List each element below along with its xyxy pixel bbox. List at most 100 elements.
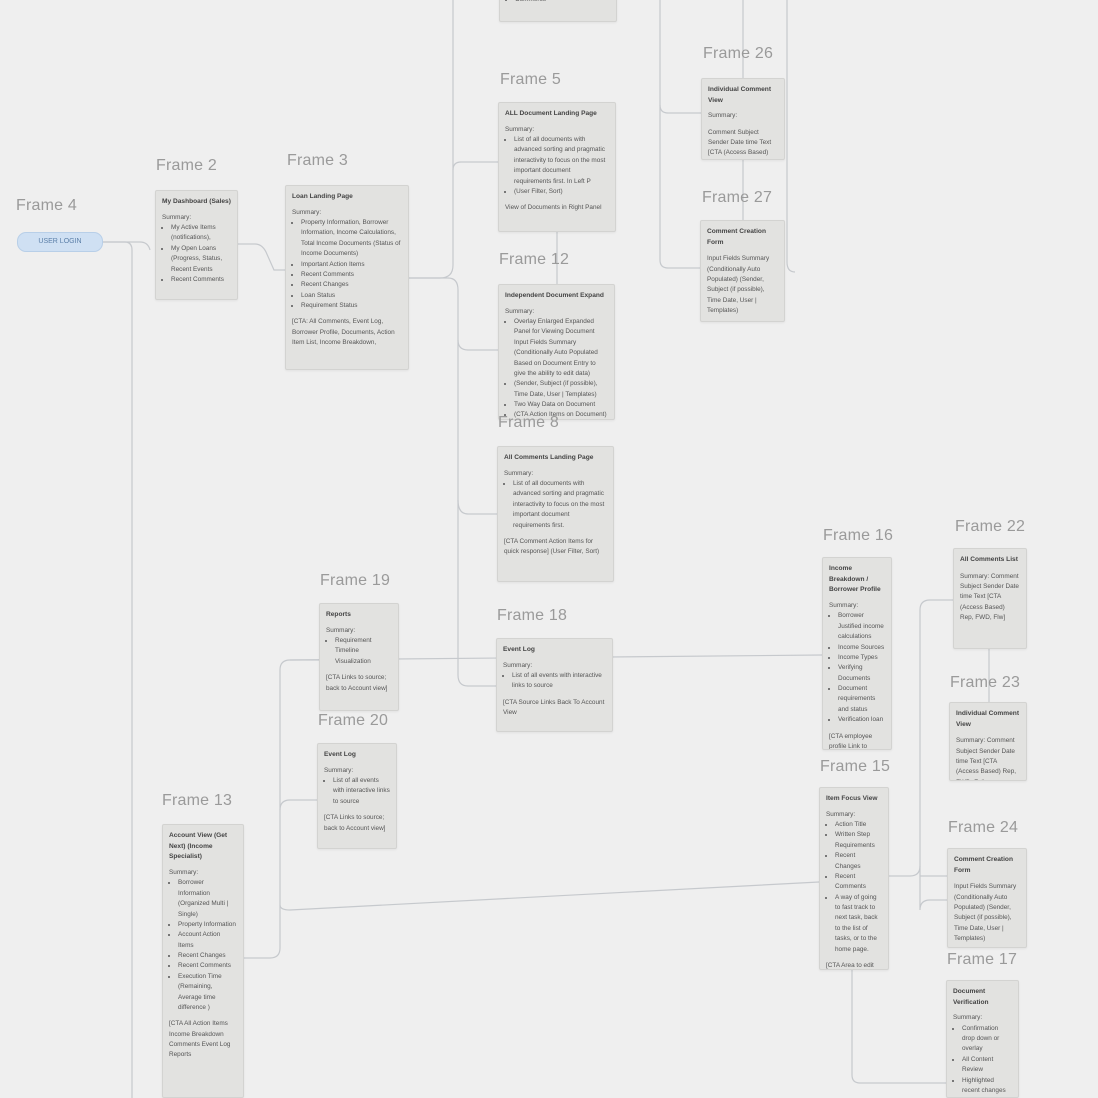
connector-line (279, 881, 820, 911)
frame-item: Account Action Items (178, 930, 237, 951)
frame-label-8: Frame 8 (498, 414, 559, 431)
frame-item: Property Information (178, 920, 237, 930)
frame-label-12: Frame 12 (499, 251, 570, 268)
frame-card-17[interactable]: Document VerificationSummary:Confirmatio… (946, 980, 1019, 1098)
frame-title: Loan Landing Page (292, 193, 353, 200)
frame-title: Event Log (324, 751, 356, 758)
frame-cta: Input Fields Summary (Conditionally Auto… (707, 255, 770, 315)
frame-item-list: Action TitleWritten Step RequirementsRec… (826, 820, 882, 955)
frame-title: Independent Document Expand (505, 292, 604, 299)
frame-item: Action Title (835, 820, 882, 830)
connector-line (786, 0, 796, 273)
frame-summary-label: Summary: (505, 307, 535, 315)
frame-item: Recent Changes (178, 951, 237, 961)
frame-item-list: List of all documents with advanced sort… (504, 479, 607, 531)
frame-item: (User Filter, Sort) (514, 187, 609, 197)
frame-summary-label: Summary: (505, 125, 535, 133)
connector-line (244, 659, 319, 959)
frame-title: Comment Creation Form (707, 228, 766, 246)
frame-summary-label: Summary: (162, 213, 192, 221)
frame-item: My Active Items (notifications), (171, 223, 231, 244)
frame-item: Borrower Justified income calculations (838, 611, 885, 642)
frame-item: All Content Review (962, 1055, 1012, 1076)
frame-item: Requirement Status (301, 301, 402, 311)
frame-item: Recent Changes (835, 851, 882, 872)
connector-line (238, 243, 285, 271)
user-login-button[interactable]: USER LOGIN (17, 232, 103, 252)
frame-item-list: Comments (506, 0, 610, 5)
connector-line (851, 970, 946, 1084)
frame-item: Property Information, Borrower Informati… (301, 218, 402, 260)
frame-summary-label: Summary: (169, 869, 199, 877)
frame-summary-label: Summary: (829, 602, 859, 610)
frame-item: My Open Loans (Progress, Status, Recent … (171, 244, 231, 275)
connector-line (103, 241, 133, 1098)
frame-title: Document Verification (953, 988, 989, 1006)
frame-item: Highlighted recent changes (962, 1076, 1012, 1097)
frame-item: Recent Comments (171, 275, 231, 285)
frame-item: List of all events with interactive link… (512, 671, 606, 692)
frame-label-13: Frame 13 (162, 792, 233, 809)
frame-item-list: My Active Items (notifications),My Open … (162, 223, 231, 285)
connector-line (409, 0, 454, 279)
frame-item: Recent Comments (835, 872, 882, 893)
frame-item: Verification loan (838, 715, 885, 725)
frame-item: Overlay Enlarged Expanded Panel for View… (514, 317, 608, 379)
frame-summary-label: Summary: (504, 469, 534, 477)
connector-line (889, 599, 953, 877)
frame-card-ftop1[interactable]: Comments (499, 0, 617, 22)
frame-cta: Summary: Comment Subject Sender Date tim… (956, 737, 1017, 780)
connector-line (409, 277, 498, 351)
frame-item: Document requirements and status (838, 684, 885, 715)
frame-summary-label: Summary: (503, 661, 533, 669)
frame-cta: [CTA Area to edit data, Save, Decline, O… (826, 961, 874, 969)
frame-item-list: Borrower Justified income calculationsIn… (829, 611, 885, 725)
frame-item: Execution Time (Remaining, Average time … (178, 972, 237, 1014)
frame-item-list: List of all events with interactive link… (503, 671, 606, 692)
frame-item: Comments (515, 0, 610, 5)
frame-title: Comment Creation Form (954, 856, 1013, 874)
frame-label-4: Frame 4 (16, 197, 77, 214)
connector-line (919, 866, 947, 911)
frame-item: (CTA Action Items on Document) (514, 410, 608, 419)
frame-label-26: Frame 26 (703, 45, 774, 62)
frame-item: A way of going to fast track to next tas… (835, 893, 882, 955)
frame-label-19: Frame 19 (320, 572, 391, 589)
frame-label-18: Frame 18 (497, 607, 568, 624)
frame-item: Recent Changes (301, 280, 402, 290)
frame-card-2[interactable]: My Dashboard (Sales)Summary:My Active It… (155, 190, 238, 300)
frame-cta: [CTA employee profile Link to document B… (829, 732, 873, 750)
frame-item-list: Borrower Information (Organized Multi | … (169, 878, 237, 1013)
frame-title: Income Breakdown / Borrower Profile (829, 565, 881, 594)
frame-title: All Comments List (960, 556, 1018, 563)
frame-item: Written Step Requirements (835, 830, 882, 851)
frame-item: (Sender, Subject (if possible), Time Dat… (514, 379, 608, 400)
frame-item: Income Sources (838, 643, 885, 653)
frame-card-13[interactable]: Account View (Get Next) (Income Speciali… (162, 824, 244, 1098)
frame-item: Recent Comments (178, 961, 237, 971)
frame-item: Borrower Information (Organized Multi | … (178, 878, 237, 920)
frame-label-27: Frame 27 (702, 189, 773, 206)
frame-cta: Summary: Comment Subject Sender Date tim… (960, 572, 1019, 622)
frame-title: Reports (326, 611, 351, 618)
connector-line (659, 105, 700, 269)
frame-summary-label: Summary: (708, 112, 738, 120)
frame-cta: [CTA: All Comments, Event Log, Borrower … (292, 318, 395, 347)
connector-line (452, 161, 498, 171)
frame-cta: [CTA Links to source; back to Account vi… (326, 674, 388, 692)
